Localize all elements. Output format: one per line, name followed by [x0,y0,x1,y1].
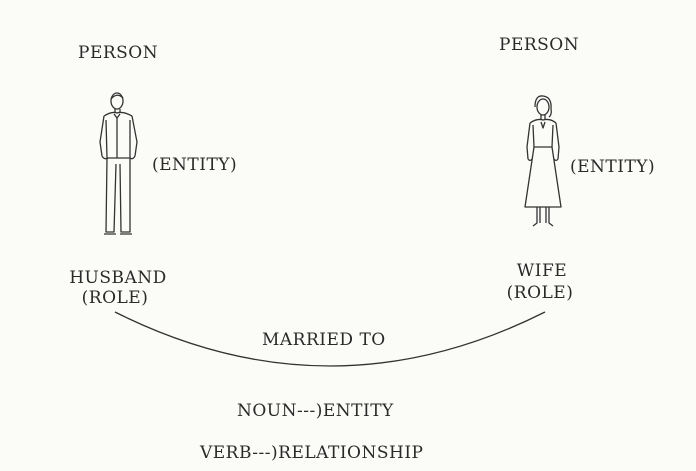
husband-role-name: HUSBAND [69,268,167,288]
right-entity-label: (ENTITY) [570,157,656,177]
left-entity-label: (ENTITY) [152,155,238,175]
husband-role-tag: (ROLE) [81,288,149,308]
wife-role-name: WIFE [516,261,568,281]
woman-figure-icon [519,95,565,230]
right-person-label: PERSON [499,35,580,55]
legend-noun-entity: NOUN---)ENTITY [237,401,394,421]
relationship-label: MARRIED TO [262,330,386,350]
left-person-label: PERSON [78,43,159,63]
wife-role-tag: (ROLE) [506,283,574,303]
man-figure-icon [90,92,150,237]
legend-verb-relationship: VERB---)RELATIONSHIP [200,443,424,463]
